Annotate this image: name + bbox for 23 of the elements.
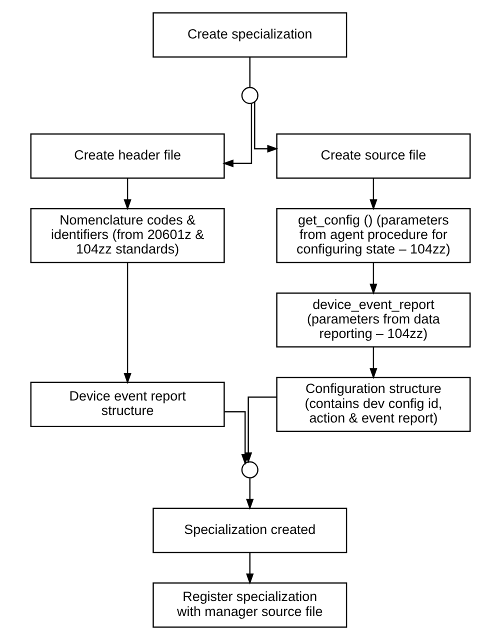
arrow: [369, 178, 377, 210]
node-box: Device event report structure: [30, 382, 224, 428]
connector: [248, 57, 250, 88]
arrow: [369, 347, 377, 380]
node-circle: [240, 86, 258, 104]
node-box: Create specialization: [152, 12, 347, 58]
node-box: Nomenclature codes & identifiers (from 20601z & 104zz standards): [30, 208, 224, 264]
node-box: Specialization created: [152, 508, 347, 554]
arrow: [369, 262, 377, 295]
node-box: device_event_report (parameters from data reporting – 104zz): [276, 292, 470, 348]
arrow: [222, 104, 252, 168]
node-circle: [240, 461, 258, 478]
node-box: get_config () (parameters from agent procedure for configuring state – 104zz): [276, 208, 470, 264]
node-box: Create source file: [276, 133, 470, 179]
arrow: [254, 102, 278, 153]
arrow: [123, 178, 131, 210]
arrow: [246, 552, 254, 585]
arrow: [123, 262, 131, 384]
arrow: [244, 396, 276, 464]
node-box: Configuration structure (contains dev config id, action & event report): [276, 376, 470, 432]
arrow: [246, 478, 254, 510]
node-box: Register specialization with manager source file: [152, 582, 347, 628]
node-box: Create header file: [30, 133, 224, 179]
